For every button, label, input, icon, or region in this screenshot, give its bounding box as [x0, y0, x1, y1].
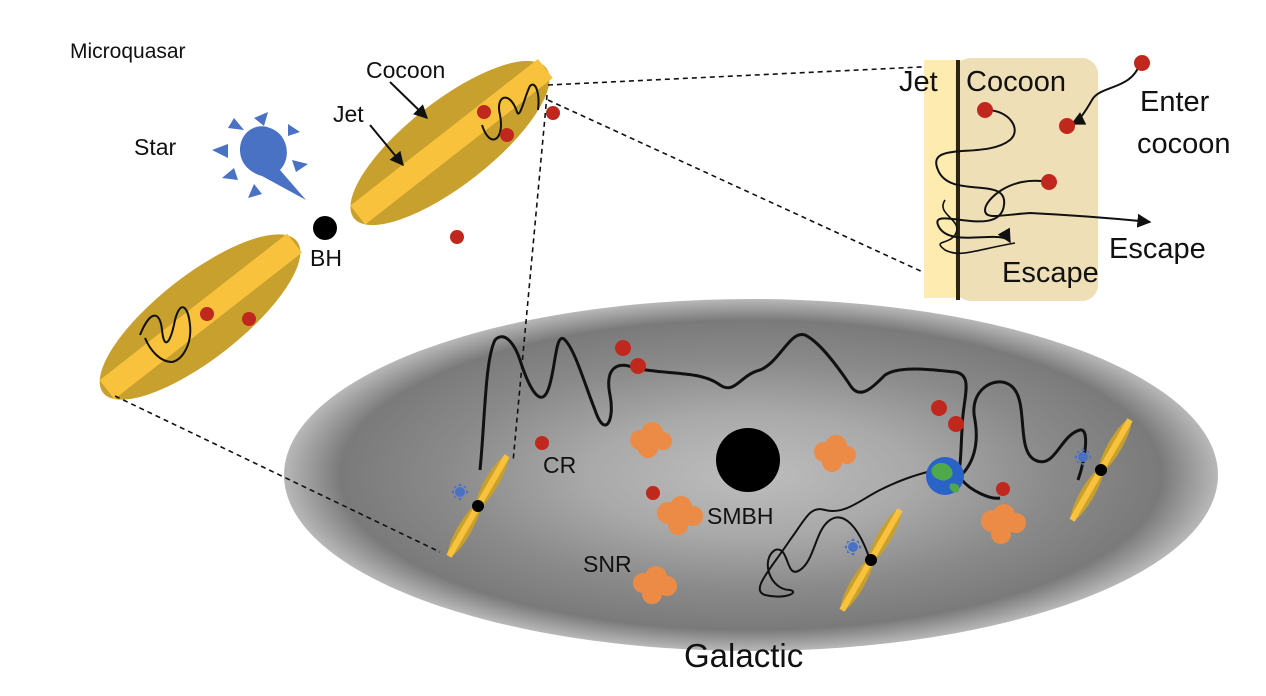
cosmic-ray-icon — [1134, 55, 1150, 71]
label-inset-jet: Jet — [899, 66, 938, 98]
zoom-line — [114, 395, 441, 553]
galactic-cr-trajectory — [478, 333, 968, 487]
inset-trajectory-escape — [983, 179, 1152, 228]
label-snr: SNR — [583, 551, 632, 577]
jet-pointer — [369, 124, 404, 167]
inset-trajectory-inner — [939, 199, 1016, 255]
galactic-cr-trajectory-right — [954, 380, 1088, 482]
galactic-cr-trajectory-lower — [758, 469, 936, 598]
label-enter-line1: Enter — [1140, 86, 1210, 118]
cocoon-pointer — [389, 81, 429, 119]
label-bh: BH — [310, 245, 342, 271]
upper-jet-cocoon — [350, 59, 553, 226]
mini-black-hole-icon — [1095, 464, 1107, 476]
cosmic-ray-icon — [450, 230, 464, 244]
zoom-line — [512, 94, 548, 463]
cosmic-ray-icon — [200, 307, 214, 321]
inset-cocoon-region — [955, 58, 1098, 301]
inset-trajectory — [935, 109, 1016, 244]
mini-black-hole-icon — [472, 500, 484, 512]
cosmic-ray-icon — [630, 358, 646, 374]
upper-cocoon-trajectory — [481, 83, 540, 141]
earth-icon — [926, 457, 964, 495]
cosmic-ray-icon — [546, 106, 560, 120]
label-cocoon: Cocoon — [366, 57, 445, 83]
label-microquasar: Microquasar — [70, 40, 186, 63]
label-galactic: Galactic — [684, 637, 803, 674]
label-inset-cocoon: Cocoon — [966, 66, 1066, 98]
snr-cloud-icon — [630, 422, 672, 458]
snr-cloud-icon — [633, 566, 677, 604]
lower-cocoon-trajectory — [139, 306, 192, 364]
mini-black-hole-icon — [865, 554, 877, 566]
label-smbh: SMBH — [707, 503, 773, 529]
cosmic-ray-icon — [477, 105, 491, 119]
cosmic-ray-icon — [646, 486, 660, 500]
cosmic-ray-icon — [931, 400, 947, 416]
cosmic-ray-icon — [977, 102, 993, 118]
cosmic-ray-icon — [242, 312, 256, 326]
label-enter-line2: cocoon — [1137, 128, 1231, 160]
snr-cloud-icon — [981, 504, 1026, 544]
lower-jet-cocoon — [99, 233, 302, 400]
label-jet: Jet — [333, 101, 364, 127]
cosmic-ray-icon — [615, 340, 631, 356]
cosmic-ray-icon — [535, 436, 549, 450]
enter-trajectory — [1070, 62, 1141, 125]
label-escape-outer: Escape — [1109, 233, 1206, 265]
label-star: Star — [134, 134, 177, 160]
label-cr: CR — [543, 452, 576, 478]
snr-cloud-icon — [814, 435, 856, 472]
snr-cloud-icon — [657, 496, 703, 535]
cosmic-ray-icon — [996, 482, 1010, 496]
galactic-cr-trajectory-right2 — [960, 478, 1001, 500]
label-escape-inner: Escape — [1002, 257, 1099, 289]
zoom-line — [547, 99, 963, 291]
cosmic-ray-icon — [500, 128, 514, 142]
cosmic-ray-icon — [948, 416, 964, 432]
black-hole-icon — [313, 216, 337, 240]
zoom-line — [547, 64, 963, 86]
cosmic-ray-icon — [1041, 174, 1057, 190]
cosmic-ray-icon — [1059, 118, 1075, 134]
star-icon — [212, 112, 308, 200]
supermassive-black-hole-icon — [716, 428, 780, 492]
